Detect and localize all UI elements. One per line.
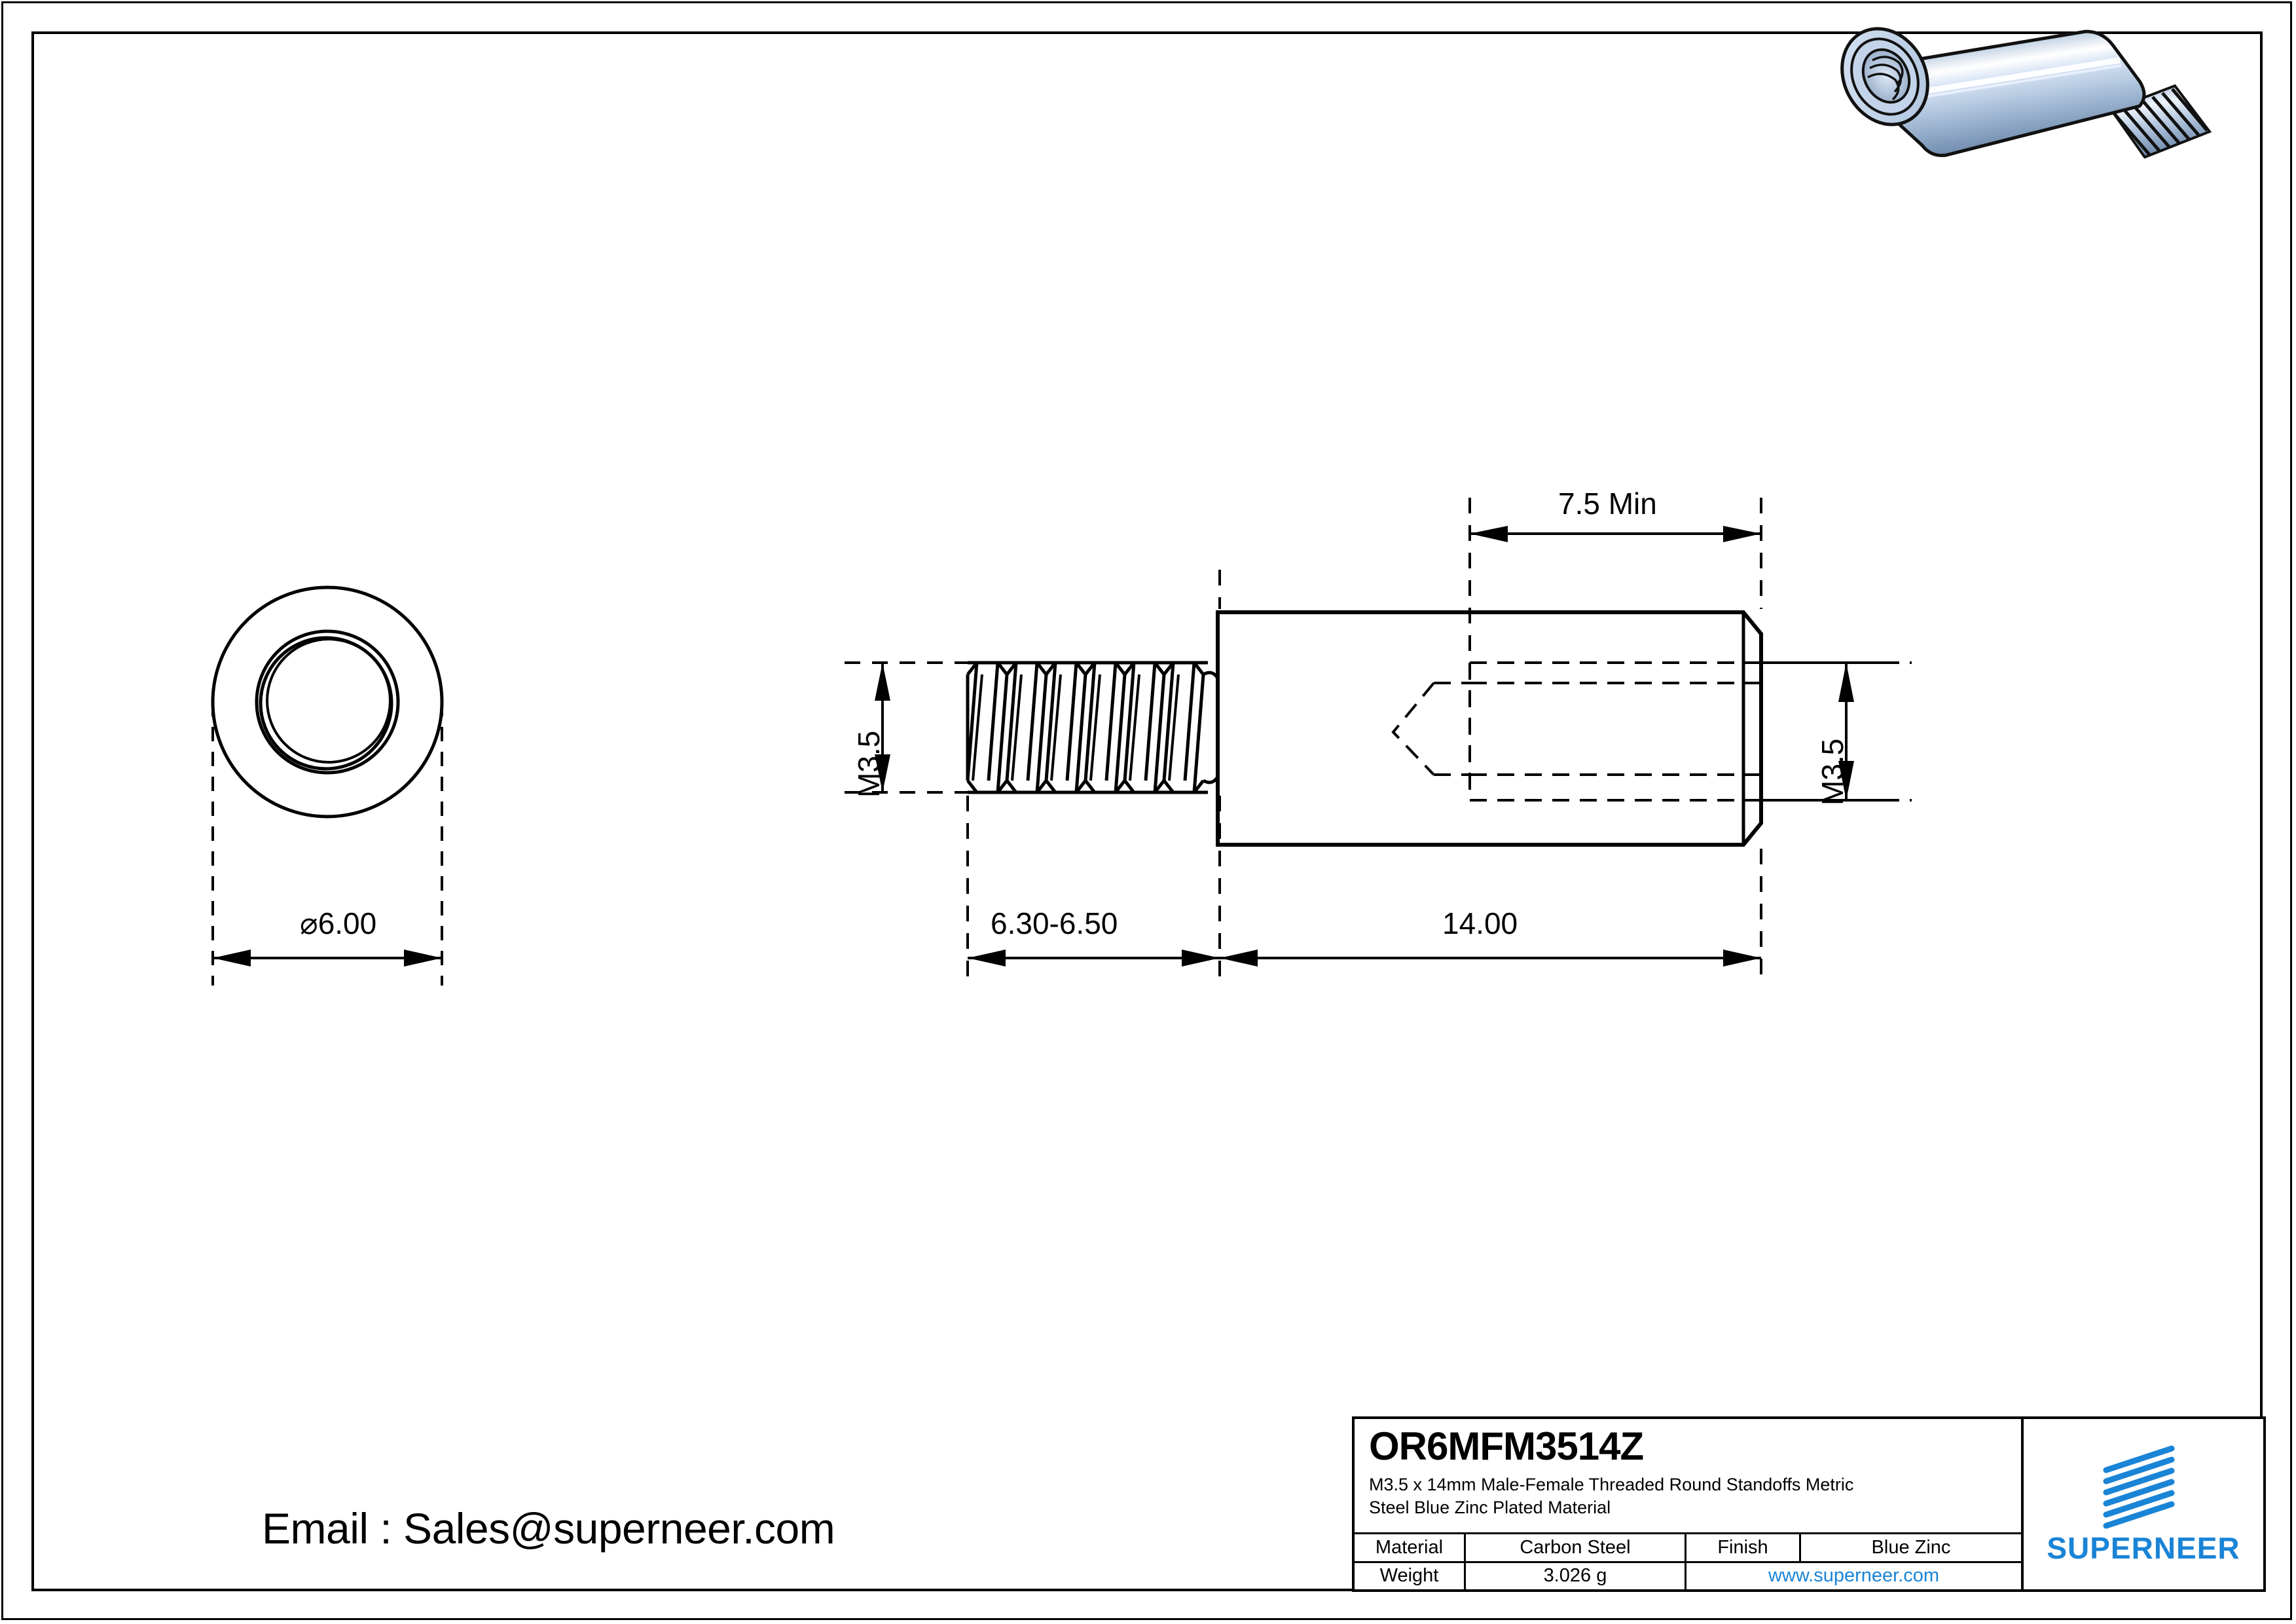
table-row: Weight 3.026 g www.superneer.com	[1355, 1562, 2021, 1589]
part-description: M3.5 x 14mm Male-Female Threaded Round S…	[1369, 1473, 1997, 1520]
weight-label: Weight	[1355, 1562, 1466, 1589]
side-section-view	[845, 498, 1912, 982]
part-description-line2: Steel Blue Zinc Plated Material	[1369, 1498, 1611, 1518]
finish-label: Finish	[1686, 1534, 1801, 1561]
finish-value: Blue Zinc	[1871, 1536, 1951, 1558]
website-link[interactable]: www.superneer.com	[1768, 1565, 1940, 1587]
dim-min-thread-depth-line	[1470, 526, 1761, 542]
dim-male-thread-size-line	[875, 663, 890, 792]
dim-female-thread-size-line	[1838, 663, 1854, 800]
extension-lines	[845, 498, 1892, 982]
internal-thread-hidden-lines	[1391, 661, 1912, 802]
dim-diameter-label: ⌀6.00	[300, 906, 377, 940]
front-circular-view	[211, 585, 444, 986]
part-description-line1: M3.5 x 14mm Male-Female Threaded Round S…	[1369, 1474, 1854, 1494]
material-value: Carbon Steel	[1466, 1534, 1686, 1561]
table-row: Material Carbon Steel Finish Blue Zinc	[1355, 1534, 2021, 1563]
email-text: Email : Sales@superneer.com	[262, 1504, 835, 1553]
dim-male-thread-length-label: 6.30-6.50	[991, 906, 1118, 940]
dim-male-thread-length-line	[968, 950, 1220, 967]
body-outline	[1216, 610, 1763, 847]
title-block: OR6MFM3514Z M3.5 x 14mm Male-Female Thre…	[1352, 1416, 2266, 1592]
title-block-info: OR6MFM3514Z M3.5 x 14mm Male-Female Thre…	[1355, 1419, 2024, 1589]
isometric-standoff-render	[1840, 27, 2212, 159]
diameter-dimension-lines	[211, 702, 443, 986]
dim-male-thread-size-label: M3.5	[852, 730, 886, 798]
dim-body-length-label: 14.00	[1442, 906, 1518, 940]
title-block-table: Material Carbon Steel Finish Blue Zinc W…	[1355, 1534, 2021, 1589]
dim-body-length-line	[1220, 950, 1761, 967]
dim-female-thread-size-label: M3.5	[1815, 738, 1850, 805]
render-female-end-face	[1840, 27, 1929, 126]
brand-wordmark: SUPERNEER	[2047, 1531, 2240, 1565]
material-label: Material	[1355, 1534, 1466, 1561]
part-number: OR6MFM3514Z	[1369, 1424, 1644, 1468]
dim-min-thread-depth-label: 7.5 Min	[1558, 487, 1657, 521]
superneer-stripes-icon	[2103, 1445, 2175, 1529]
sheet-border-inner	[31, 31, 2263, 1591]
brand-logo: SUPERNEER	[2024, 1419, 2263, 1589]
weight-value: 3.026 g	[1466, 1562, 1686, 1589]
title-block-header: OR6MFM3514Z M3.5 x 14mm Male-Female Thre…	[1355, 1419, 2021, 1534]
male-thread-profile	[966, 661, 1220, 794]
